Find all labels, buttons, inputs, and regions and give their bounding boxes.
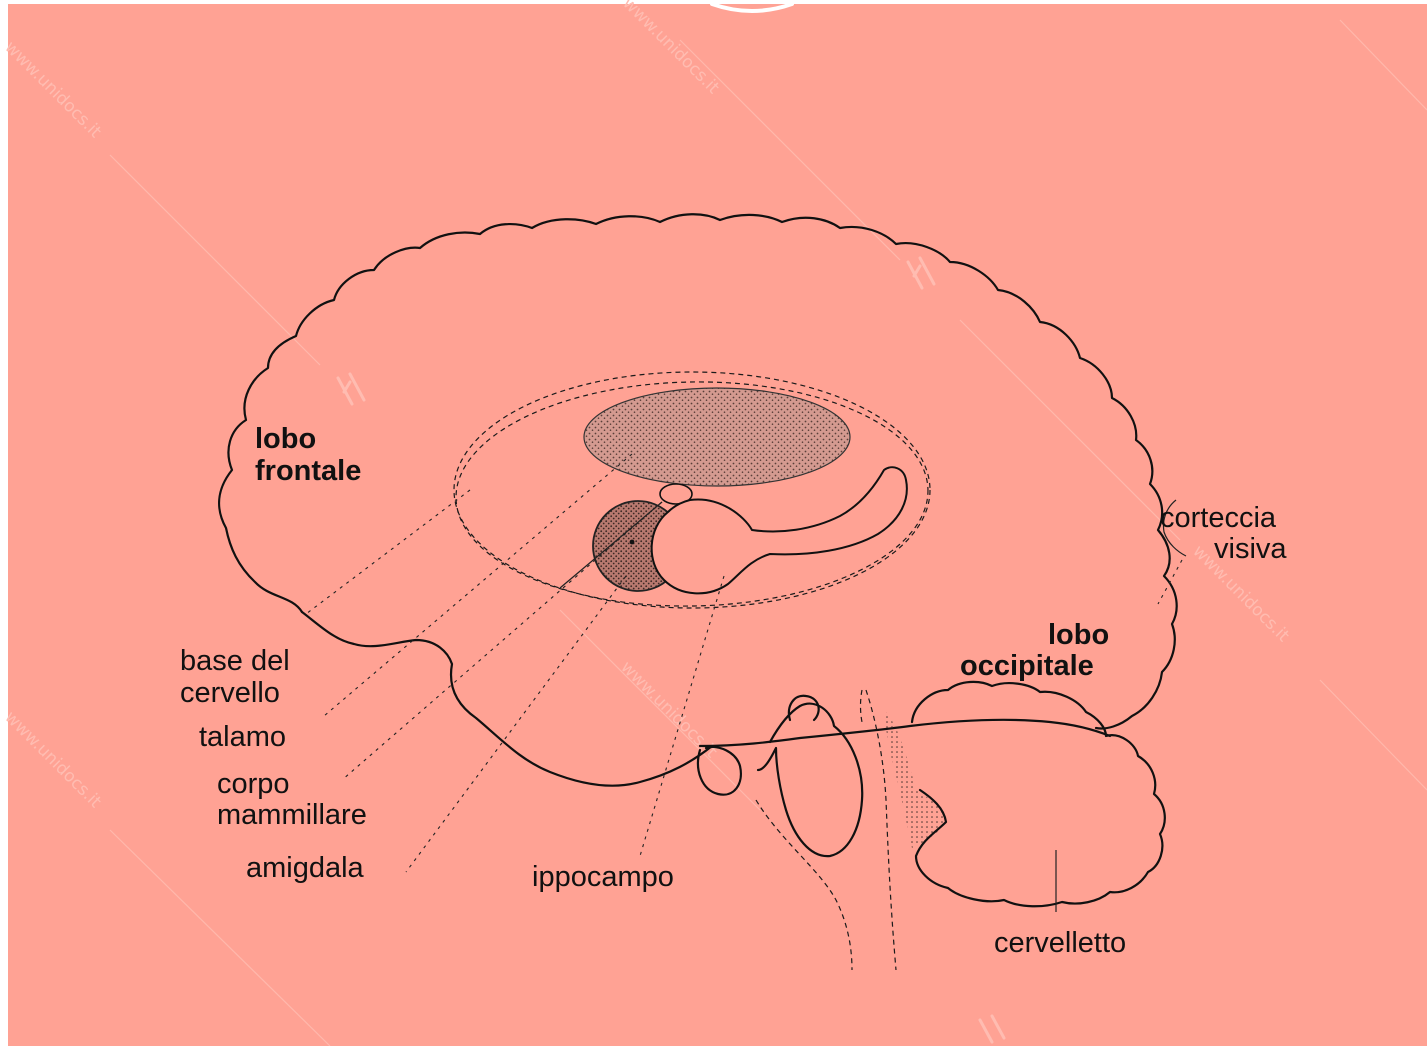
label-occipital-lobe-1: lobo [1048, 619, 1109, 651]
label-brain-base-2: cervello [180, 677, 280, 709]
label-mammillary-body-1: corpo [217, 768, 290, 800]
watermark-text: www.unidocs.it [0, 707, 105, 812]
leader-amygdala [406, 576, 626, 872]
leader-visual-cortex [1158, 560, 1182, 604]
hippocampus-shape [652, 467, 907, 593]
leader-brain-base [306, 490, 470, 614]
brainstem-back [861, 690, 863, 722]
label-amygdala: amigdala [246, 852, 365, 884]
label-occipital-lobe-2: occipitale [960, 650, 1094, 682]
thalamus-shape [584, 388, 850, 486]
label-frontal-lobe-1: lobo [255, 423, 316, 455]
label-hippocampus: ippocampo [532, 861, 674, 893]
label-visual-cortex-1: corteccia [1160, 502, 1277, 534]
midbrain-outline [789, 696, 819, 720]
watermark-text: www.unidocs.it [618, 0, 723, 98]
leader-thalamus [324, 454, 632, 716]
label-mammillary-body-2: mammillare [217, 799, 367, 831]
label-cerebellum: cervelletto [994, 927, 1126, 959]
cerebellum-outline [912, 682, 1165, 906]
amygdala-dot [630, 540, 635, 545]
label-frontal-lobe-2: frontale [255, 455, 361, 487]
label-thalamus: talamo [199, 721, 286, 753]
brainstem-stipple [885, 712, 946, 848]
brainstem-line [700, 720, 1110, 746]
watermark-text: www.unidocs.it [0, 37, 105, 142]
leader-hippocampus [640, 576, 724, 856]
spinal-cord-left [756, 800, 852, 970]
label-brain-base-1: base del [180, 645, 290, 677]
pons-outline [758, 704, 862, 856]
diagram-labels: lobo frontale corteccia visiva lobo occi… [180, 423, 1287, 959]
label-visual-cortex-2: visiva [1214, 533, 1287, 565]
